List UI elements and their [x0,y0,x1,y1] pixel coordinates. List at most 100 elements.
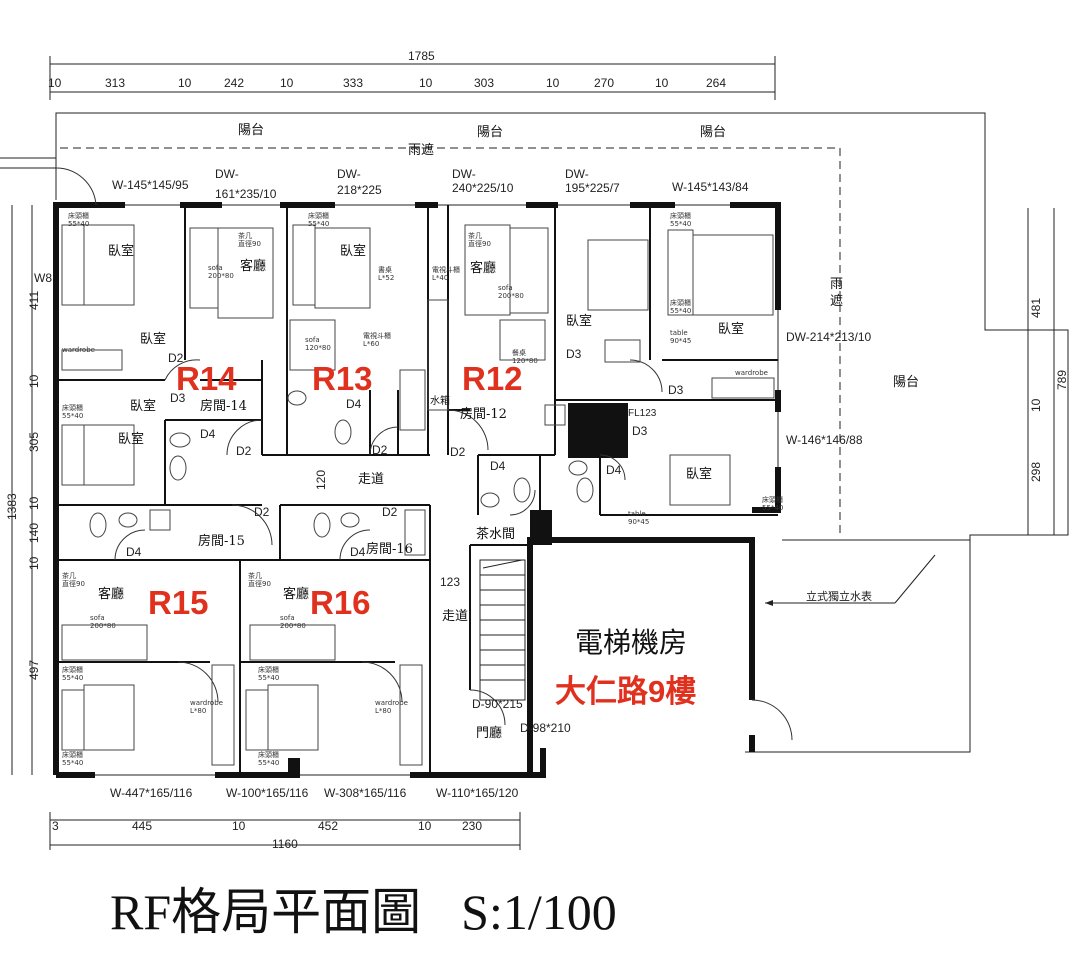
svg-text:55*40: 55*40 [62,412,83,420]
svg-text:sofa: sofa [208,264,223,272]
svg-text:55*40: 55*40 [62,759,83,767]
window-label: 195*225/7 [565,181,620,195]
window-label: 218*225 [337,183,382,197]
dim-top-seg: 10 [655,76,669,90]
window-label: DW- [565,167,589,181]
right-dimensions: 481 10 298 789 [1027,208,1069,535]
window-label: W-110*165/120 [436,786,519,800]
svg-text:茶几: 茶几 [248,571,262,580]
svg-text:sofa: sofa [305,336,320,344]
door-tag: D4 [350,545,366,559]
plan-title-text: RF格局平面圖 [110,884,422,940]
bottom-dimensions: 3 445 10 452 10 230 1160 [49,812,521,851]
window-label: W-145*143/84 [672,180,749,194]
svg-text:wardrobe: wardrobe [375,699,408,707]
dim-bottom-seg: 445 [132,819,152,833]
dim-top-seg: 242 [224,76,244,90]
dim-top-seg: 264 [706,76,726,90]
room-number-label: 房間-14 [200,398,247,414]
door-tag: D2 [168,351,184,365]
left-dimensions: 1383 411 10 305 10 140 10 497 W8 [5,205,52,775]
svg-text:sofa: sofa [90,614,105,622]
svg-text:table: table [628,510,646,518]
door-tag: D2 [450,445,466,459]
svg-text:茶几: 茶几 [468,231,482,240]
svg-text:55*40: 55*40 [62,674,83,682]
svg-text:電視斗櫃: 電視斗櫃 [363,331,391,340]
door-spec: D-98*210 [520,721,571,735]
corridor-width: 123 [440,575,460,589]
window-label: W-145*145/95 [112,178,189,192]
svg-text:床頭櫃: 床頭櫃 [670,211,691,220]
dim-right-total: 789 [1055,370,1069,390]
balcony-label: 陽台 [238,123,264,138]
svg-text:200*80: 200*80 [280,622,306,630]
dim-left-total: 1383 [5,493,19,520]
bedroom-label: 臥室 [108,243,134,259]
dim-right-seg: 10 [1029,398,1043,412]
floor-level-tag: FL123 [628,408,657,419]
svg-text:床頭櫃: 床頭櫃 [670,298,691,307]
dim-top-seg: 313 [105,76,125,90]
interior-walls [56,205,778,775]
dim-top-seg: 10 [546,76,560,90]
svg-text:餐桌: 餐桌 [512,348,526,357]
door-tag: D2 [382,505,398,519]
bedroom-label: 臥室 [130,398,156,414]
door-tag: D2 [236,444,252,458]
dim-bottom-seg: 452 [318,819,338,833]
svg-text:床頭櫃: 床頭櫃 [258,665,279,674]
svg-text:茶几: 茶几 [62,571,76,580]
room-number-r14: R14 [176,360,237,397]
svg-text:200*80: 200*80 [90,622,116,630]
dim-left-seg: 305 [27,432,41,452]
rain-cover-label-v2: 遮 [830,293,843,309]
dim-top-seg: 270 [594,76,614,90]
corridor-label: 走道 [442,609,468,624]
door-spec: D-90*215 [472,697,523,711]
door-tag: D3 [170,391,186,405]
dim-top-seg: 10 [48,76,62,90]
balcony-label: 陽台 [700,125,726,140]
svg-text:床頭櫃: 床頭櫃 [68,211,89,220]
dim-top-seg: 333 [343,76,363,90]
window-label: DW- [215,167,239,181]
bedroom-label: 臥室 [140,331,166,347]
dim-right-seg: 481 [1029,298,1043,318]
window-label: W-146*146/88 [786,433,863,447]
lobby-label: 門廳 [476,725,502,741]
bedroom-label: 臥室 [118,431,144,447]
rain-cover-label-v1: 雨 [830,277,843,292]
svg-text:200*80: 200*80 [208,272,234,280]
svg-text:table: table [670,329,688,337]
living-label: 客廳 [240,258,266,274]
corridor-width: 120 [314,470,328,490]
window-label: 240*225/10 [452,181,514,195]
water-meter-label: 立式獨立水表 [806,589,872,603]
svg-text:書桌: 書桌 [378,265,392,274]
pantry-label: 茶水間 [476,526,515,542]
dim-bottom-total: 1160 [272,837,298,851]
stairs [479,559,526,701]
svg-text:90*45: 90*45 [670,337,691,345]
svg-text:120*80: 120*80 [305,344,331,352]
svg-text:L*52: L*52 [378,274,394,282]
door-tag: D2 [254,505,270,519]
dim-top-seg: 10 [280,76,294,90]
living-label: 客廳 [283,586,309,602]
window-label: W-308*165/116 [324,786,407,800]
svg-text:床頭櫃: 床頭櫃 [308,211,329,220]
dim-right-seg: 298 [1029,462,1043,482]
door-tag: D4 [490,459,506,473]
bedroom-label: 臥室 [340,243,366,259]
dim-bottom-seg: 10 [418,819,432,833]
svg-text:直徑90: 直徑90 [238,239,261,248]
window-label: 161*235/10 [215,187,277,201]
svg-text:茶几: 茶几 [238,231,252,240]
dim-left-seg: 10 [27,496,41,510]
svg-text:55*40: 55*40 [68,220,89,228]
rain-cover-label: 雨遮 [408,142,434,158]
window-label: DW-214*213/10 [786,330,871,344]
svg-text:120*80: 120*80 [512,357,538,365]
svg-text:L*80: L*80 [190,707,206,715]
